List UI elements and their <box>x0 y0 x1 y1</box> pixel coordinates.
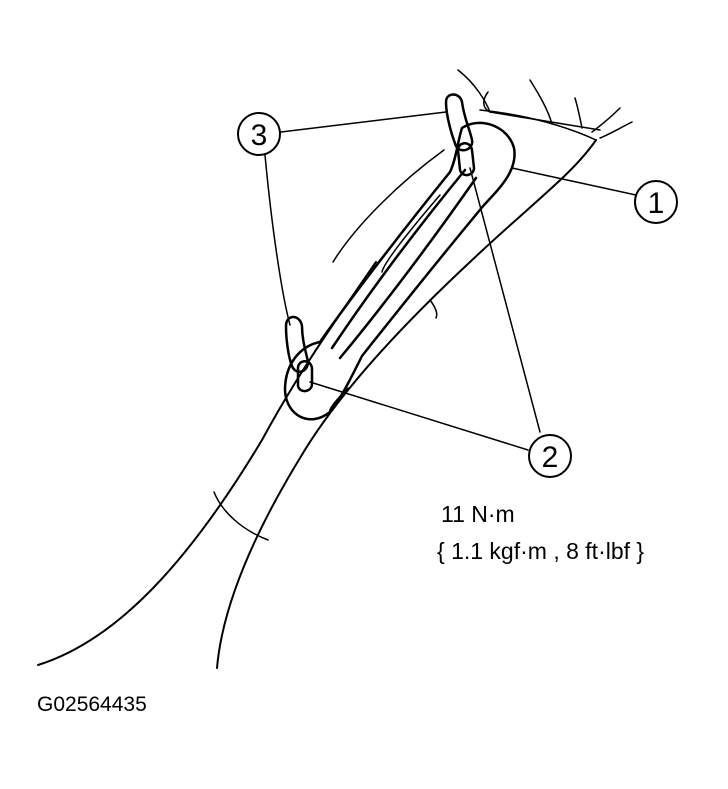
callout-2-number: 2 <box>542 441 559 474</box>
callout-1-number: 1 <box>648 187 665 220</box>
callout-2: 2 <box>528 434 572 478</box>
assist-handle <box>283 121 516 421</box>
pillar-trim <box>37 139 597 669</box>
headliner <box>457 69 633 141</box>
torque-metric: 11 N·m <box>441 501 515 527</box>
bolt-bottom <box>296 360 314 393</box>
figure-code: G02564435 <box>37 693 147 716</box>
torque-imperial: { 1.1 kgf·m , 8 ft·lbf } <box>437 538 645 564</box>
callout-1: 1 <box>634 180 678 224</box>
bolt-top <box>456 142 476 177</box>
callout-3: 3 <box>237 112 281 156</box>
leader-lines <box>264 111 637 451</box>
cover-top <box>444 93 474 152</box>
callout-3-number: 3 <box>251 119 268 152</box>
